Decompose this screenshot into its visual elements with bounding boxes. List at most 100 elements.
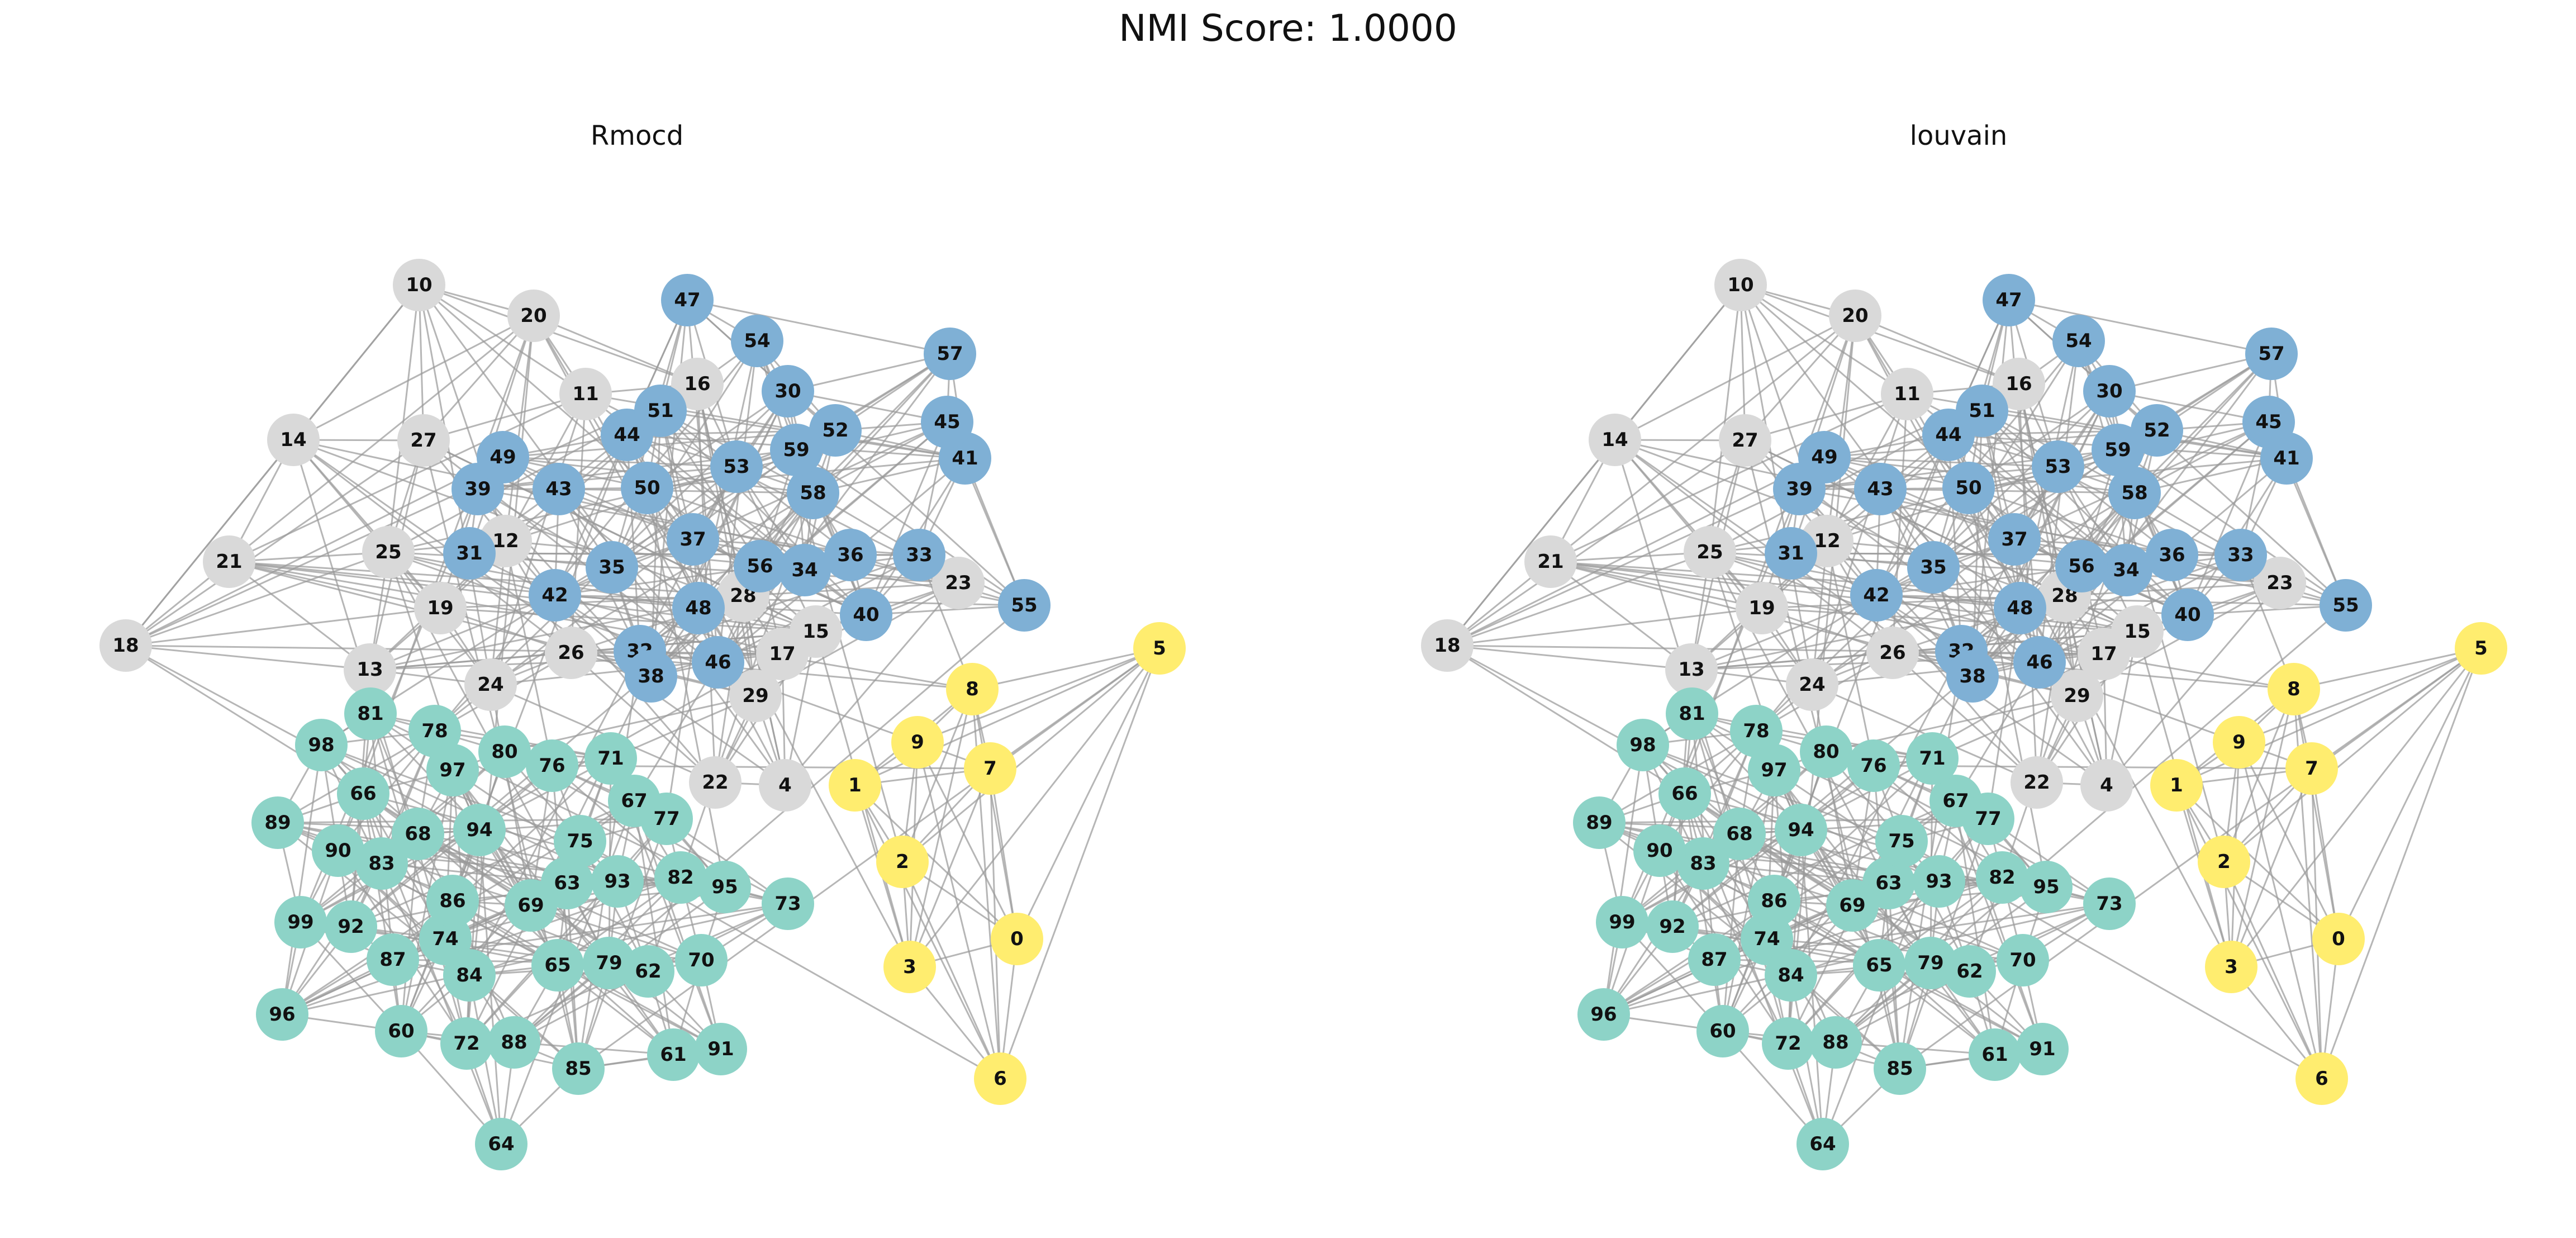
node-circle [1730, 705, 1783, 757]
node-label: 65 [544, 954, 571, 976]
edge-43-46 [558, 488, 719, 663]
edge-13-21 [1550, 561, 1692, 671]
node-circle [99, 619, 152, 672]
node-90: 90 [312, 824, 364, 877]
edge-53-39 [1799, 466, 2059, 490]
node-label: 83 [1690, 852, 1716, 875]
edge-71-29 [610, 695, 756, 760]
node-label: 30 [774, 380, 801, 402]
node-70: 70 [675, 934, 728, 986]
node-label: 45 [934, 411, 960, 433]
node-circle [2011, 756, 2063, 809]
node-65: 65 [1853, 939, 1905, 992]
node-58: 58 [787, 467, 839, 519]
node-circle [2131, 404, 2183, 457]
node-label: 15 [2124, 620, 2150, 643]
graph-panel-rmocd: 0123456789101112131415161718192021222324… [99, 259, 1186, 1170]
edge-30-45 [787, 390, 948, 423]
node-label: 55 [2332, 594, 2359, 616]
node-45: 45 [2242, 396, 2295, 448]
node-61: 61 [647, 1028, 700, 1081]
edge-5-0 [2337, 648, 2482, 940]
node-label: 87 [379, 948, 406, 971]
edge-10-16 [419, 284, 698, 385]
node-49: 49 [1798, 431, 1851, 483]
node-14: 14 [1589, 414, 1641, 466]
edge-48-21 [229, 561, 699, 609]
edge-10-11 [419, 284, 586, 395]
node-31: 31 [1765, 527, 1817, 580]
node-97: 97 [426, 744, 479, 796]
node-label: 84 [456, 964, 482, 986]
node-18: 18 [99, 619, 152, 672]
edge-10-25 [1709, 284, 1742, 553]
node-label: 17 [769, 643, 795, 665]
node-circle [1976, 851, 2028, 904]
node-59: 59 [770, 424, 823, 476]
node-circle [991, 913, 1043, 965]
node-88: 88 [488, 1016, 540, 1069]
edge-55-59 [2117, 449, 2346, 606]
node-circle [671, 358, 724, 410]
node-30: 30 [2083, 365, 2136, 418]
edge-21-19 [1550, 561, 1762, 609]
node-label: 8 [2287, 678, 2301, 700]
node-label: 43 [1867, 478, 1893, 500]
node-label: 14 [1601, 429, 1628, 451]
node-circle [1524, 535, 1577, 588]
node-circle [2032, 440, 2084, 493]
node-circle [692, 636, 744, 689]
node-circle [1850, 569, 1903, 622]
edge-77-72 [465, 818, 668, 1044]
edge-89-94 [1599, 822, 1802, 831]
edge-96-74 [1603, 938, 1767, 1016]
node-label: 63 [554, 872, 580, 894]
node-circle [2214, 529, 2267, 581]
edge-20-12 [505, 315, 535, 542]
node-circle [2312, 913, 2365, 965]
node-23: 23 [2254, 557, 2306, 609]
edge-43-58 [558, 488, 814, 494]
node-circle [2455, 622, 2507, 675]
node-circle [2254, 557, 2306, 609]
node-circle [974, 1052, 1026, 1105]
node-27: 27 [397, 414, 450, 467]
node-circle [1765, 949, 1817, 1002]
node-circle [1736, 582, 1788, 634]
node-label: 42 [541, 584, 568, 606]
node-label: 69 [1839, 894, 1865, 917]
edge-43-46 [1879, 488, 2041, 663]
node-label: 8 [966, 678, 979, 700]
node-27: 27 [1719, 414, 1771, 467]
edge-20-12 [1826, 315, 1856, 542]
node-label: 22 [702, 771, 728, 794]
node-58: 58 [2108, 467, 2161, 519]
node-46: 46 [2013, 636, 2066, 689]
node-circle [689, 756, 742, 809]
node-label: 35 [598, 556, 625, 578]
node-52: 52 [809, 404, 862, 457]
node-circle [505, 879, 557, 932]
node-circle [414, 582, 467, 634]
node-circle [1696, 1005, 1749, 1057]
node-70: 70 [1997, 934, 2049, 986]
node-label: 59 [783, 439, 809, 461]
node-71: 71 [1906, 732, 1959, 785]
node-circle [2320, 579, 2372, 632]
edge-6-7 [2311, 768, 2323, 1079]
node-label: 92 [1659, 916, 1685, 938]
node-circle [1786, 658, 1838, 711]
node-label: 0 [2332, 928, 2345, 950]
node-circle [762, 365, 814, 418]
node-11: 11 [1881, 368, 1933, 420]
panel-title-rmocd: Rmocd [590, 120, 684, 151]
node-circle [1798, 431, 1851, 483]
node-42: 42 [529, 569, 581, 622]
node-circle [1775, 804, 1827, 856]
edge-46-67 [1955, 662, 2041, 801]
node-label: 79 [596, 952, 622, 974]
node-circle [946, 663, 999, 715]
node-circle [552, 1042, 605, 1095]
node-circle [1589, 414, 1641, 466]
node-circle [932, 557, 985, 609]
